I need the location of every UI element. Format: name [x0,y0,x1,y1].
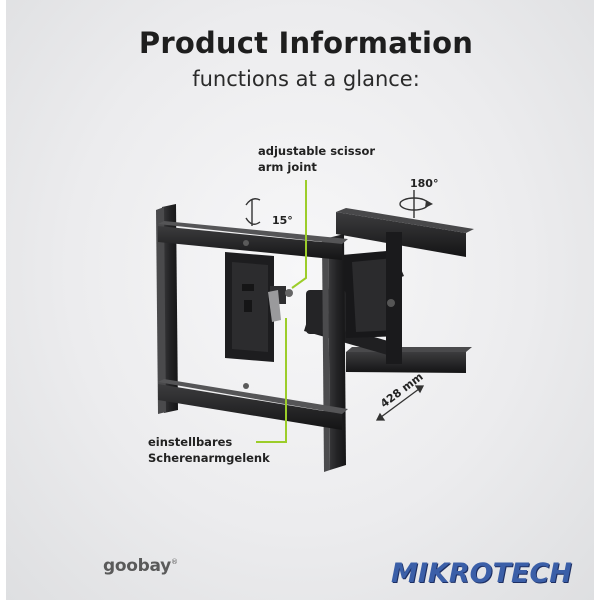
goobay-logo: goobay® [103,556,178,576]
mikrotech-logo: MIKROTECH [391,558,572,589]
registered-mark: ® [170,558,178,566]
swivel-arrow-icon [399,190,433,218]
tilt-angle-label: 15° [272,214,293,227]
callout-line-1: adjustable scissor [258,144,376,158]
tilt-arrow-icon [245,198,261,226]
swivel-angle-label: 180° [410,177,439,190]
wall-mount-illustration [156,180,474,472]
callout-scissor-joint-de: einstellbares Scherenarmgelenk [148,434,270,466]
wall-plate [225,252,293,362]
cross-bars [158,221,348,430]
extension-arrow-icon [375,385,425,421]
callout-line-1: einstellbares [148,435,233,449]
page-subtitle: functions at a glance: [192,67,420,91]
callout-line-2: Scherenarmgelenk [148,451,270,465]
callout-scissor-joint-en: adjustable scissor arm joint [258,143,375,175]
page-title: Product Information [138,26,474,60]
callout-lines [256,180,307,443]
callout-line-2: arm joint [258,160,317,174]
goobay-logo-text: goobay [103,556,171,576]
